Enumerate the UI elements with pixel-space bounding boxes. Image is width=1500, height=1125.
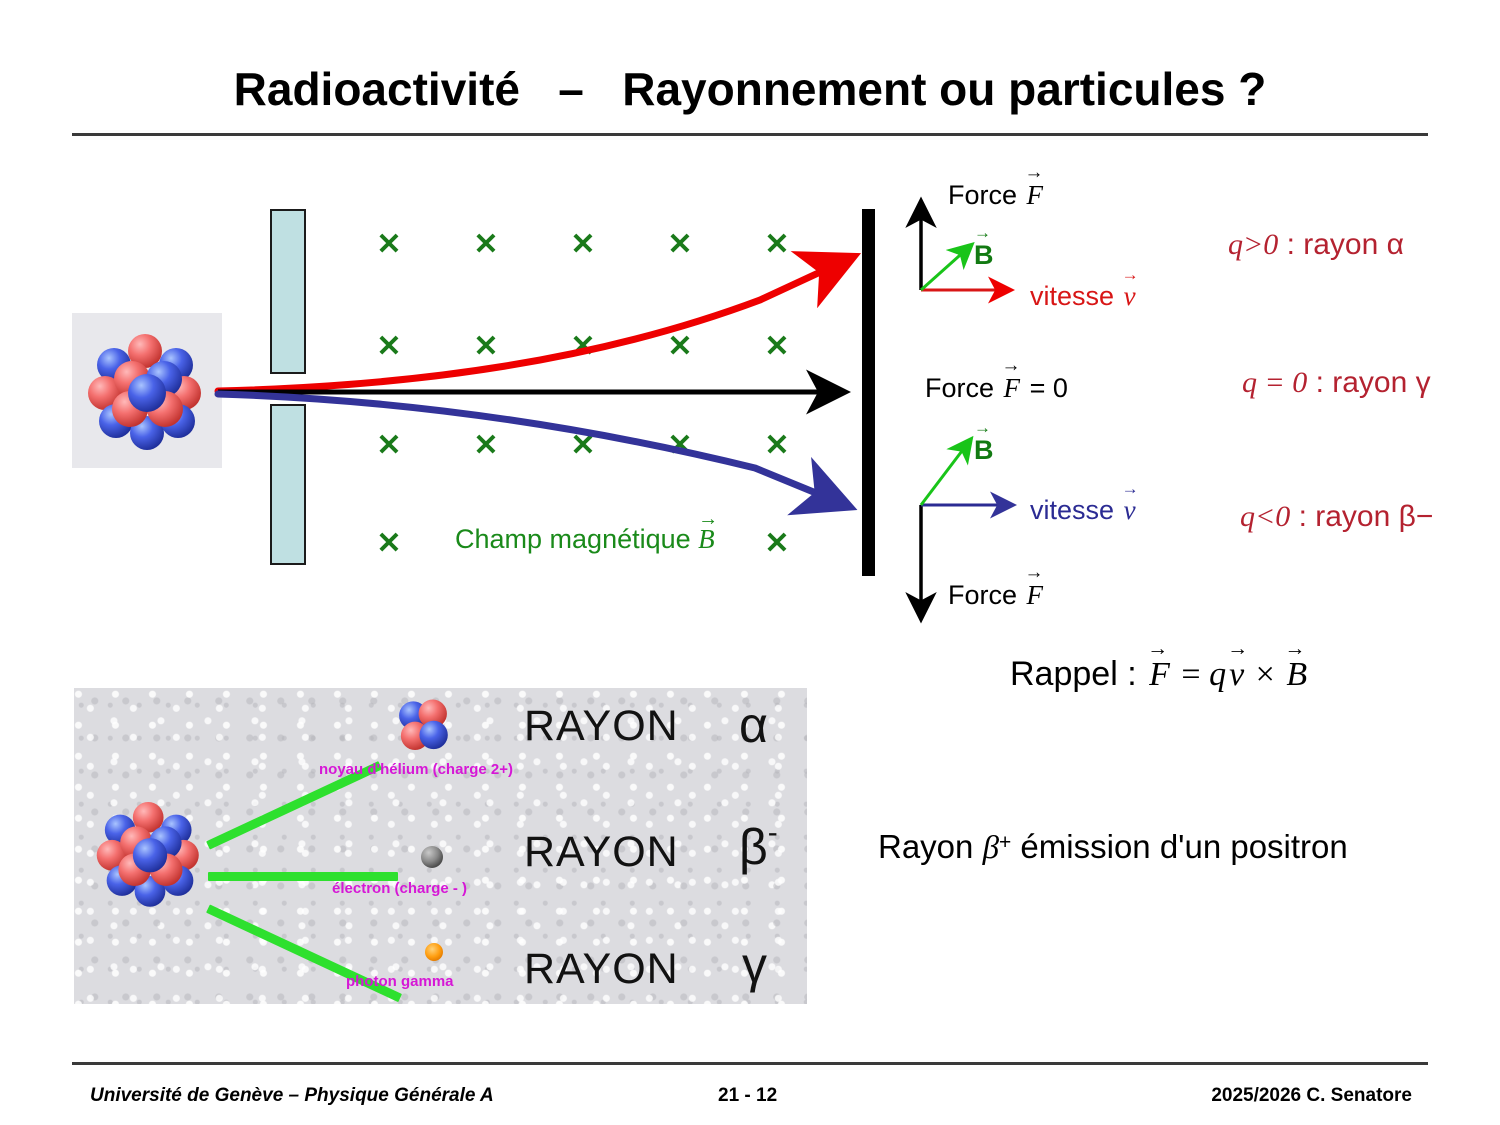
- field-x-marker: ✕: [764, 429, 790, 462]
- rappel-charge-symbol: q: [1209, 656, 1227, 693]
- bottom-velocity-label: vitesse v: [1030, 479, 1139, 526]
- top-velocity-text: vitesse: [1030, 281, 1115, 311]
- beta-symbol-glyph: β: [739, 819, 768, 875]
- field-x-marker: ✕: [764, 527, 790, 560]
- rappel-formula: Rappel : F = qv × B: [1010, 636, 1310, 694]
- beta-superscript: -: [767, 816, 778, 849]
- positron-note: Rayon β+ émission d'un positron: [878, 828, 1348, 867]
- top-force-text: Force: [948, 180, 1018, 210]
- rappel-force-symbol: F: [1146, 636, 1173, 694]
- conclusion-gamma-charge: q = 0: [1242, 366, 1308, 399]
- bottom-bfield-axis: [919, 435, 974, 506]
- field-x-marker: ✕: [473, 330, 499, 363]
- middle-force-symbol: F: [1002, 355, 1023, 404]
- alpha-rayon-label: RAYON: [524, 702, 679, 750]
- bottom-velocity-symbol: v: [1122, 479, 1139, 526]
- field-x-marker: ✕: [570, 429, 596, 462]
- magnetic-field-vector-symbol: B: [698, 524, 717, 554]
- title-divider: [72, 133, 1428, 136]
- parent-nucleus-icon: [96, 801, 199, 907]
- rappel-cross-operator: ×: [1247, 656, 1284, 693]
- footer-institution: Université de Genève – Physique Générale…: [90, 1085, 494, 1106]
- bottom-velocity-text: vitesse: [1030, 495, 1115, 525]
- magnetic-field-label-text: Champ magnétique: [455, 524, 691, 554]
- helium-nucleus-icon: [399, 699, 448, 751]
- positron-beta-symbol: β: [982, 830, 999, 866]
- conclusion-gamma: q = 0 : rayon γ: [1242, 366, 1431, 400]
- middle-force-text: Force: [925, 373, 995, 403]
- top-bfield-axis: [920, 242, 975, 292]
- positron-prefix: Rayon: [878, 828, 983, 865]
- nucleus-svg: [88, 334, 201, 450]
- field-x-marker: ✕: [376, 228, 402, 261]
- positron-suffix: émission d'un positron: [1011, 828, 1348, 865]
- middle-force-value: = 0: [1029, 373, 1068, 403]
- rappel-velocity-symbol: v: [1226, 636, 1248, 694]
- field-x-marker: ✕: [473, 228, 499, 261]
- field-x-marker: ✕: [473, 429, 499, 462]
- field-x-marker: ✕: [376, 527, 402, 560]
- footer-divider: [72, 1062, 1428, 1065]
- rappel-equals: =: [1172, 656, 1210, 693]
- field-x-marker: ✕: [376, 330, 402, 363]
- bottom-bfield-label: B: [974, 418, 994, 466]
- nucleus-source-image: [72, 313, 222, 468]
- footer-author: 2025/2026 C. Senatore: [1211, 1085, 1412, 1106]
- bottom-force-symbol: F: [1025, 562, 1046, 611]
- decay-diagram-panel: noyau d'hélium (charge 2+) RAYON α élect…: [74, 688, 807, 1004]
- page-title: Radioactivité – Rayonnement ou particule…: [233, 63, 1267, 115]
- gamma-rayon-label: RAYON: [524, 945, 679, 993]
- electron-icon: [421, 846, 443, 868]
- conclusion-gamma-text: : rayon γ: [1307, 366, 1431, 399]
- beta-symbol: β-: [739, 816, 778, 876]
- bottom-force-text: Force: [948, 580, 1018, 610]
- slide-number: 21 - 12: [718, 1085, 778, 1106]
- magnetic-field-label: Champ magnétique B: [455, 524, 717, 555]
- field-x-marker: ✕: [667, 228, 693, 261]
- gamma-particle-caption: photon gamma: [346, 973, 454, 990]
- beta-trajectory: [214, 390, 858, 516]
- field-x-marker: ✕: [667, 330, 693, 363]
- rappel-prefix: Rappel :: [1010, 655, 1147, 693]
- beta-particle-caption: électron (charge - ): [332, 880, 468, 897]
- beta-emission-ray: [208, 872, 398, 881]
- field-x-marker: ✕: [667, 429, 693, 462]
- field-x-marker: ✕: [764, 330, 790, 363]
- conclusion-alpha: q>0 : rayon α: [1228, 228, 1404, 262]
- top-force-symbol: F: [1025, 162, 1046, 211]
- gamma-photon-icon: [425, 943, 443, 961]
- conclusion-alpha-text: : rayon α: [1278, 228, 1404, 261]
- top-bfield-label: B: [974, 223, 994, 271]
- conclusion-beta-charge: q<0: [1240, 500, 1291, 533]
- detector-screen: [862, 209, 875, 576]
- top-velocity-symbol: v: [1122, 265, 1139, 312]
- middle-force-label: Force F = 0: [925, 355, 1068, 404]
- gamma-symbol: γ: [742, 937, 767, 993]
- top-velocity-label: vitesse v: [1030, 265, 1139, 312]
- beta-rayon-label: RAYON: [524, 828, 679, 876]
- alpha-particle-caption: noyau d'hélium (charge 2+): [319, 761, 514, 778]
- bottom-force-label: Force F: [948, 562, 1046, 611]
- field-x-marker: ✕: [376, 429, 402, 462]
- field-x-marker: ✕: [570, 330, 596, 363]
- alpha-symbol: α: [739, 697, 768, 753]
- conclusion-beta: q<0 : rayon β−: [1240, 500, 1433, 534]
- conclusion-alpha-charge: q>0: [1228, 228, 1279, 261]
- collimator-slit: [270, 372, 306, 406]
- field-x-marker: ✕: [570, 228, 596, 261]
- conclusion-beta-text: : rayon β−: [1290, 500, 1434, 533]
- field-x-marker: ✕: [764, 228, 790, 261]
- rappel-bfield-symbol: B: [1283, 636, 1310, 694]
- alpha-trajectory: [214, 251, 862, 395]
- positron-sign: +: [999, 831, 1012, 854]
- top-force-label: Force F: [948, 162, 1046, 211]
